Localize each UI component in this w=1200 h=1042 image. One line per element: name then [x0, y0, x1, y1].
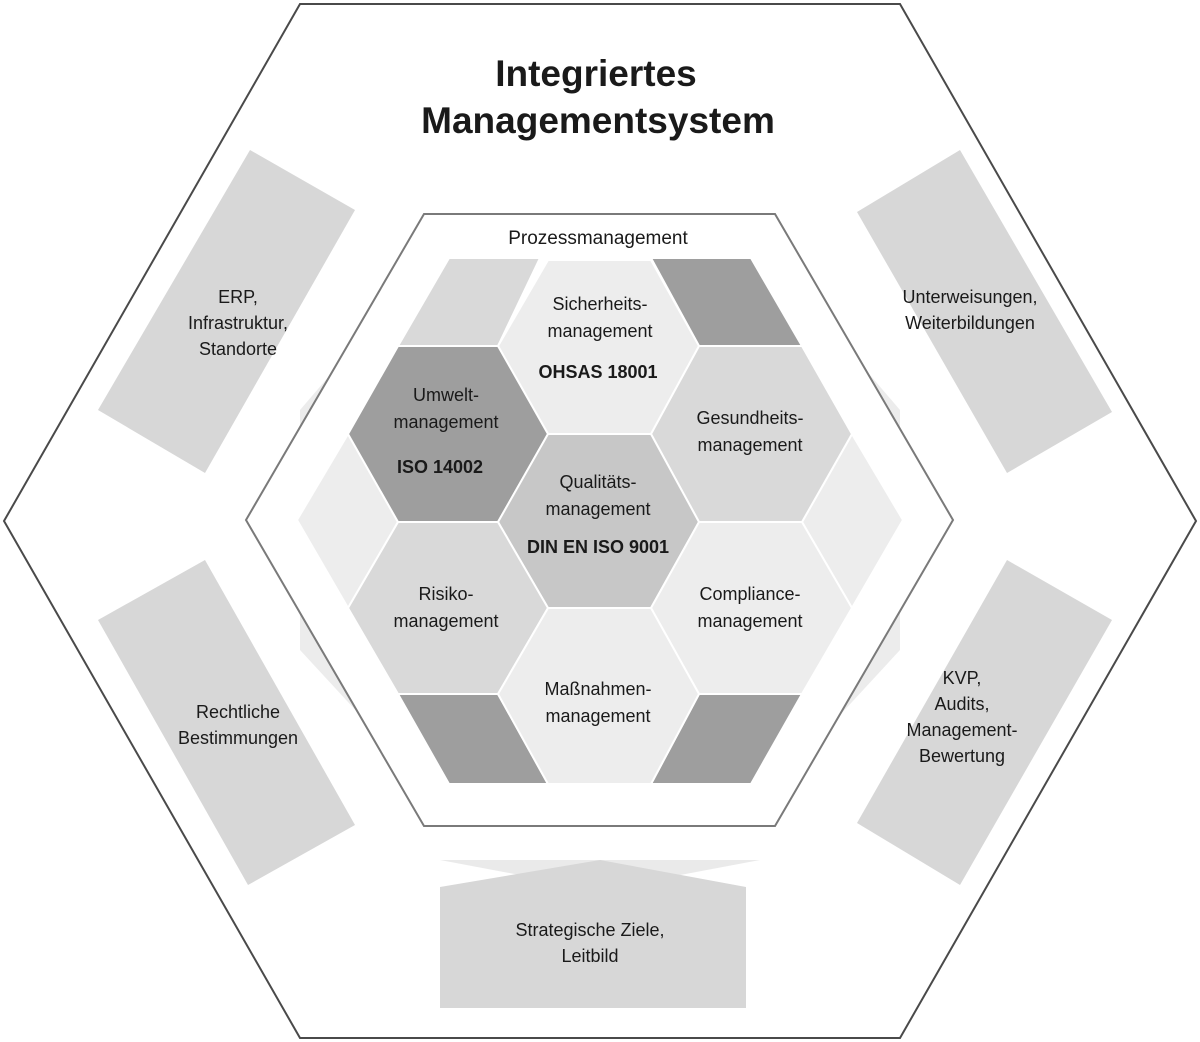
box-unterweisungen — [857, 150, 1112, 473]
strategische-line-2: Leitbild — [561, 946, 618, 966]
title-line-1: Integriertes — [495, 53, 697, 94]
cell-bottom-line-1: Maßnahmen- — [544, 679, 651, 699]
box-erp — [98, 150, 355, 473]
kvp-line-3: Management- — [906, 720, 1017, 740]
cell-upper-left-standard: ISO 14002 — [397, 457, 483, 477]
box-strategische — [440, 860, 746, 1008]
rechtliche-line-2: Bestimmungen — [178, 728, 298, 748]
cell-top-line-2: management — [547, 321, 652, 341]
kvp-line-2: Audits, — [934, 694, 989, 714]
erp-line-2: Infrastruktur, — [188, 313, 288, 333]
cell-bottom — [496, 607, 701, 785]
kvp-line-1: KVP, — [943, 668, 982, 688]
cell-lower-left-line-2: management — [393, 611, 498, 631]
rechtliche-line-1: Rechtliche — [196, 702, 280, 722]
erp-line-3: Standorte — [199, 339, 277, 359]
cell-lower-left-line-1: Risiko- — [418, 584, 473, 604]
cell-bottom-line-2: management — [545, 706, 650, 726]
cell-top-line-1: Sicherheits- — [552, 294, 647, 314]
unterweisungen-line-2: Weiterbildungen — [905, 313, 1035, 333]
process-label: Prozessmanagement — [508, 228, 688, 249]
cell-top-standard: OHSAS 18001 — [538, 362, 657, 382]
box-kvp — [857, 560, 1112, 885]
strategische-line-1: Strategische Ziele, — [515, 920, 664, 940]
kvp-line-4: Bewertung — [919, 746, 1005, 766]
cell-center-line-2: management — [545, 499, 650, 519]
cell-lower-right-line-1: Compliance- — [699, 584, 800, 604]
box-rechtliche — [98, 560, 355, 885]
cell-center-standard: DIN EN ISO 9001 — [527, 537, 669, 557]
cell-upper-left-line-2: management — [393, 412, 498, 432]
cell-center-line-1: Qualitäts- — [559, 472, 636, 492]
cell-lower-right-line-2: management — [697, 611, 802, 631]
unterweisungen-line-1: Unterweisungen, — [902, 287, 1037, 307]
title-line-2: Managementsystem — [421, 100, 775, 141]
erp-line-1: ERP, — [218, 287, 258, 307]
cell-upper-left-line-1: Umwelt- — [413, 385, 479, 405]
cell-upper-right-line-2: management — [697, 435, 802, 455]
cell-upper-right-line-1: Gesundheits- — [696, 408, 803, 428]
